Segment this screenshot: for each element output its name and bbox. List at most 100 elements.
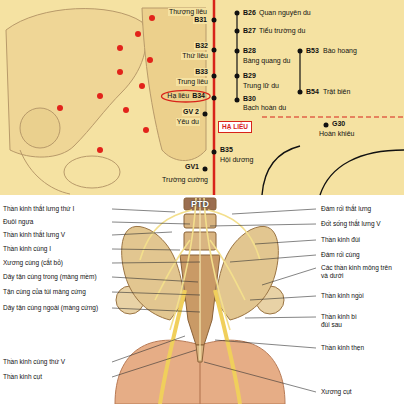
meridian-line — [299, 51, 300, 92]
nerve — [208, 210, 260, 260]
leader-line — [112, 350, 196, 377]
anatomy-label: Đuôi ngựa — [2, 218, 34, 226]
leader-line — [245, 317, 316, 318]
anatomy-label: Thần kinh thắt lưng V — [2, 231, 66, 239]
point-name: Trung liêu — [176, 78, 209, 86]
acupoint-dot — [123, 107, 129, 113]
point-name: Trung lữ du — [242, 82, 280, 90]
ellipse-outline — [162, 90, 211, 102]
top-panel — [0, 0, 404, 195]
leader-line — [112, 308, 200, 312]
point-code: GV1 — [184, 163, 200, 171]
acupoint-dot — [117, 69, 123, 75]
leader-line — [255, 240, 316, 244]
obturator-foramen — [64, 156, 120, 188]
point-code: B26 — [242, 9, 257, 17]
anatomy-label: Tận cùng của túi màng cứng — [2, 288, 87, 296]
acupoint-dot — [143, 127, 149, 133]
point-code: B32 — [194, 42, 209, 50]
acupoint-dot — [235, 11, 240, 16]
leader-line — [112, 262, 200, 263]
dashed-line — [262, 116, 404, 117]
leader-line — [232, 209, 316, 214]
acupoint-dot — [147, 57, 153, 63]
node-text: Hạ liêu — [167, 92, 189, 100]
point-name: Bạch hoàn du — [242, 104, 287, 112]
node-text: HẠ LIÊU — [222, 123, 248, 131]
filum-terminale — [199, 198, 200, 360]
meridian-line — [236, 13, 237, 100]
highlight-box: HẠ LIÊU — [218, 121, 252, 133]
femur-head — [20, 108, 60, 148]
anatomy-label: Xương cùng (cắt bỏ) — [2, 259, 64, 267]
leader-line — [250, 296, 316, 300]
leader-line — [230, 255, 316, 262]
point-name: Tiểu trường du — [258, 27, 306, 35]
acupoint-dot — [149, 15, 155, 21]
point-code: B35 — [219, 146, 234, 154]
anatomy-label: Đốt sống thắt lưng V — [320, 220, 382, 228]
anatomy-label: Thần kinh cùng thứ V — [2, 358, 66, 366]
point-name: Bào hoang — [322, 47, 358, 55]
bottom-panel — [0, 197, 404, 404]
leader-line — [112, 249, 180, 250]
leader-line — [112, 222, 190, 224]
point-name: Trường cường — [161, 176, 209, 184]
anatomy-label: Thần kinh thẹn — [320, 344, 365, 352]
buttock-contour — [262, 146, 300, 195]
acupoint-dot — [212, 96, 217, 101]
point-name: Hội dương — [219, 156, 254, 164]
sciatic-nerve — [160, 290, 185, 404]
anatomy-label: Các thần kinh mông trên và dưới — [320, 264, 396, 280]
point-code: B29 — [242, 72, 257, 80]
acupoint-dot — [212, 48, 217, 53]
point-name: Bàng quang du — [242, 57, 292, 65]
acupoint-dot — [298, 49, 303, 54]
acupoint-dot — [203, 112, 208, 117]
acupoint-dot — [235, 49, 240, 54]
vertebra — [184, 198, 216, 210]
acupoint-dot — [212, 74, 217, 79]
point-code: B53 — [305, 47, 320, 55]
circled-point: Hạ liêuB34 — [161, 90, 211, 102]
point-name: Thứ liêu — [181, 52, 209, 60]
nerve — [140, 210, 192, 260]
buttock-contour — [320, 150, 404, 195]
anatomy-label: Dây tận cùng trong (màng mềm) — [2, 273, 98, 281]
point-code: B30 — [242, 95, 257, 103]
watermark: PTD — [190, 199, 210, 210]
point-code: GV 2 — [182, 108, 200, 116]
leader-line — [112, 277, 198, 282]
leader-line — [210, 224, 316, 226]
acupoint-dot — [212, 18, 217, 23]
anatomy-label: Đám rối thắt lưng — [320, 205, 372, 213]
acupoint-dot — [57, 105, 63, 111]
anatomy-label: Thần kinh cụt — [2, 373, 43, 381]
leader-line — [262, 268, 316, 285]
acupoint-dot — [135, 31, 141, 37]
acupoint-dot — [235, 74, 240, 79]
leader-line — [112, 336, 185, 362]
acupoint-dot — [97, 147, 103, 153]
leader-line — [112, 292, 200, 295]
acupoint-dot — [212, 150, 217, 155]
ilium-bone — [122, 226, 185, 320]
acupoint-dot — [203, 167, 208, 172]
point-name: Yêu du — [176, 118, 200, 126]
acupoint-dot — [97, 93, 103, 99]
ilium-bone — [215, 226, 278, 320]
point-code: B33 — [194, 68, 209, 76]
anatomy-label: Thần kinh thắt lưng thứ I — [2, 205, 75, 213]
acupoint-dot — [117, 45, 123, 51]
anatomy-label: Thần kinh ngồi — [320, 292, 365, 300]
acupoint-dot — [139, 83, 145, 89]
anatomy-label: Thần kinh cùng I — [2, 245, 52, 253]
node-text: B34 — [192, 92, 205, 100]
point-code: G30 — [331, 120, 346, 128]
leader-line — [112, 232, 172, 235]
acupoint-dot — [235, 29, 240, 34]
point-name: Trật biên — [322, 88, 351, 96]
anatomy-label: Xương cụt — [320, 388, 353, 396]
acupoint-dot — [298, 90, 303, 95]
point-code: B28 — [242, 47, 257, 55]
